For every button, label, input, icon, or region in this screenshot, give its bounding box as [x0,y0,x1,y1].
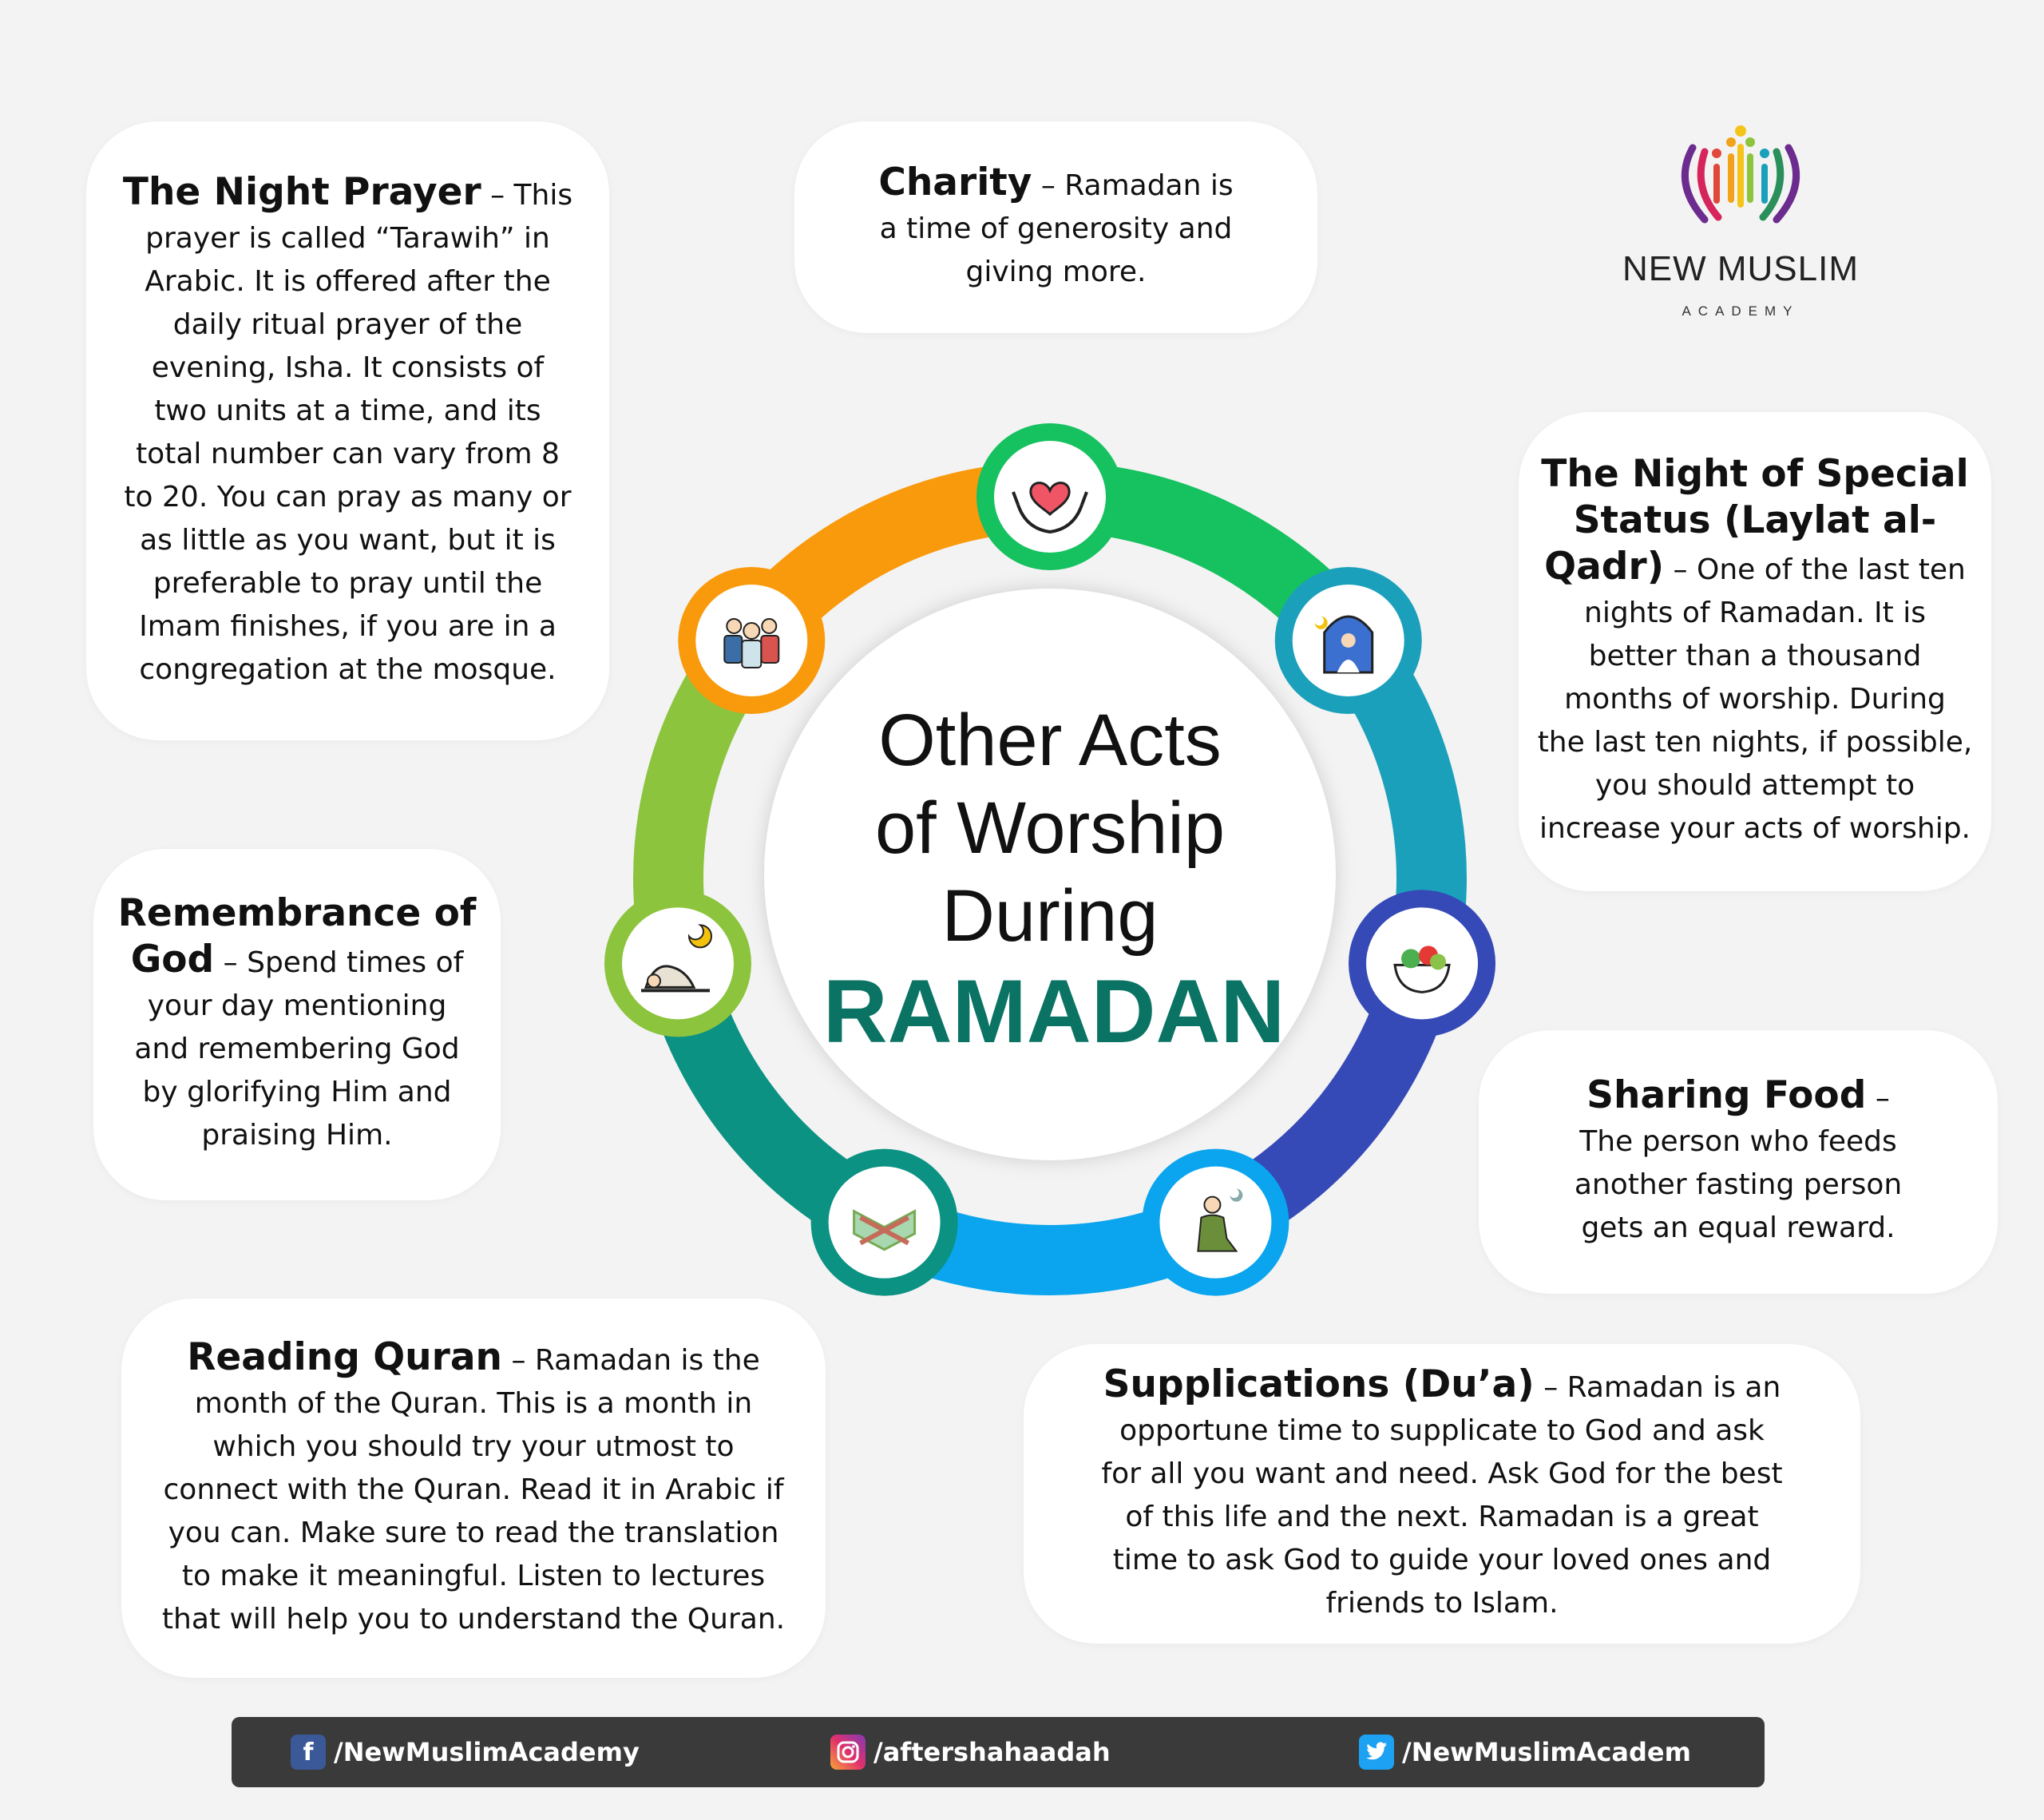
card-night-prayer: The Night Prayer – This prayer is called… [86,121,609,740]
reading-quran-text: – Ramadan is the month of the Quran. Thi… [161,1343,786,1636]
charity-heart-hands-icon [976,423,1123,570]
center-title-line-3: During [941,875,1158,957]
card-laylat-al-qadr: The Night of Special Status (Laylat al-Q… [1519,412,1991,891]
center-title-line-1: Other Acts [878,700,1222,781]
twitter-link[interactable]: /NewMuslimAcadem [1359,1717,1691,1787]
sharing-food-text: – The person who feeds another fasting p… [1574,1082,1903,1244]
center-ramadan-highlight: RAMADAN [823,962,1285,1061]
twitter-handle: /NewMuslimAcadem [1402,1737,1691,1767]
center-title-line-2: of Worship [875,787,1225,869]
ring-icons [604,423,1496,1296]
brand-tagline: ACADEMY [1682,303,1800,319]
supplications-title: Supplications (Du’a) [1103,1362,1535,1406]
card-remembrance: Remembrance of God – Spend times of your… [93,849,501,1200]
night-prayer-mosque-icon [1274,566,1422,714]
remembrance-title: Remembrance of God [117,891,477,981]
quran-book-icon [810,1148,958,1296]
supplication-person-icon [1142,1148,1289,1296]
prostration-moon-icon [604,890,751,1037]
instagram-icon [830,1735,866,1770]
facebook-handle: /NewMuslimAcademy [334,1737,640,1767]
facebook-link[interactable]: f /NewMuslimAcademy [291,1717,640,1787]
card-reading-quran: Reading Quran – Ramadan is the month of … [121,1299,826,1678]
brand-name: NEW MUSLIM [1622,249,1859,288]
twitter-icon [1359,1735,1394,1770]
card-supplications: Supplications (Du’a) – Ramadan is an opp… [1024,1344,1860,1644]
social-footer: f /NewMuslimAcademy /aftershahaadah /New… [232,1717,1765,1787]
charity-title: Charity [878,160,1032,204]
new-muslim-academy-logo-icon [1681,125,1800,224]
facebook-icon: f [291,1735,326,1770]
charity-text: – Ramadan is a time of generosity and gi… [879,169,1234,288]
remembrance-text: – Spend times of your day mentioning and… [134,946,464,1152]
card-sharing-food: Sharing Food – The person who feeds anot… [1479,1030,1998,1294]
night-prayer-title: The Night Prayer [122,169,481,214]
center-circle [764,589,1336,1160]
laylat-al-qadr-title: The Night of Special Status (Laylat al-Q… [1541,452,1969,589]
reading-quran-title: Reading Quran [187,1334,502,1379]
congregation-people-icon [678,566,826,714]
laylat-al-qadr-text: – One of the last ten nights of Ramadan.… [1537,553,1973,845]
instagram-link[interactable]: /aftershahaadah [830,1717,1111,1787]
sharing-food-title: Sharing Food [1586,1073,1867,1117]
instagram-handle: /aftershahaadah [873,1737,1111,1767]
night-prayer-text: – This prayer is called “Tarawih” in Ara… [124,178,573,686]
card-charity: Charity – Ramadan is a time of generosit… [794,121,1317,333]
supplications-text: – Ramadan is an opportune time to suppli… [1101,1370,1783,1620]
food-bowl-icon [1349,890,1496,1037]
